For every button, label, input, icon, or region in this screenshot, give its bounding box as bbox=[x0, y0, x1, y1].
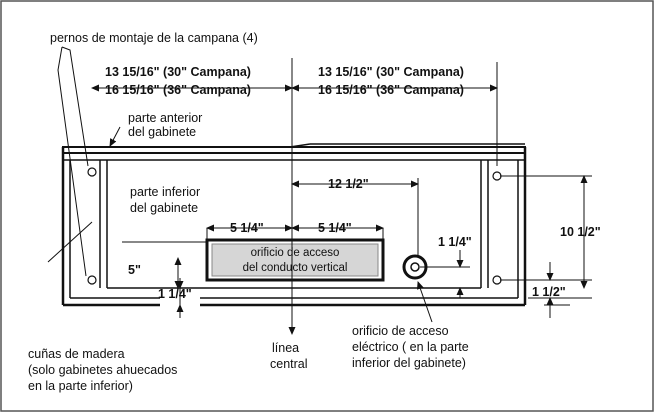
bolt-icon bbox=[492, 275, 502, 285]
centerline-label-2: central bbox=[270, 357, 308, 371]
cabinet-outline bbox=[61, 143, 527, 307]
centerline-label-1: línea bbox=[272, 341, 299, 355]
electrical-access-label-2: eléctrico ( en la parte bbox=[352, 340, 469, 354]
duct-access-label-1: orificio de acceso bbox=[251, 247, 340, 259]
dimension-lines bbox=[47, 46, 592, 335]
dim-left-30-label: 13 15/16" (30" Campana) bbox=[105, 65, 251, 79]
dim-12-half-label: 12 1/2" bbox=[328, 177, 369, 191]
cabinet-bottom-label-1: parte inferior bbox=[130, 185, 200, 199]
dim-1-half-label: 1 1/2" bbox=[532, 285, 566, 299]
cabinet-front-label-1: parte anterior bbox=[128, 111, 202, 125]
dim-1q-hole-label: 1 1/4" bbox=[438, 235, 472, 249]
electrical-access-label-1: orificio de acceso bbox=[352, 324, 449, 338]
wood-shims-label-3: en la parte inferior) bbox=[28, 379, 133, 393]
dim-left-36-label: 16 15/16" (36" Campana) bbox=[105, 83, 251, 97]
wood-shims-label-2: (solo gabinetes ahuecados bbox=[28, 363, 177, 377]
bolt-icon bbox=[492, 171, 502, 181]
dim-5q-right-label: 5 1/4" bbox=[318, 221, 352, 235]
dim-10-half-label: 10 1/2" bbox=[560, 225, 601, 239]
dim-1q-left-label: 1 1/4" bbox=[158, 287, 192, 301]
electrical-access-label-3: inferior del gabinete) bbox=[352, 356, 466, 370]
cabinet-bottom-label-2: del gabinete bbox=[130, 201, 198, 215]
mounting-bolts-label: pernos de montaje de la campana (4) bbox=[50, 31, 258, 45]
dim-5-label: 5" bbox=[128, 263, 141, 277]
bolt-icon bbox=[87, 167, 97, 177]
bolt-icon bbox=[87, 275, 97, 285]
dim-5q-left-label: 5 1/4" bbox=[230, 221, 264, 235]
dim-right-30-label: 13 15/16" (30" Campana) bbox=[318, 65, 464, 79]
wood-shims-label-1: cuñas de madera bbox=[28, 347, 125, 361]
dim-right-36-label: 16 15/16" (36" Campana) bbox=[318, 83, 464, 97]
cabinet-front-label-2: del gabinete bbox=[128, 125, 196, 139]
duct-access-label-2: del conducto vertical bbox=[243, 262, 348, 274]
